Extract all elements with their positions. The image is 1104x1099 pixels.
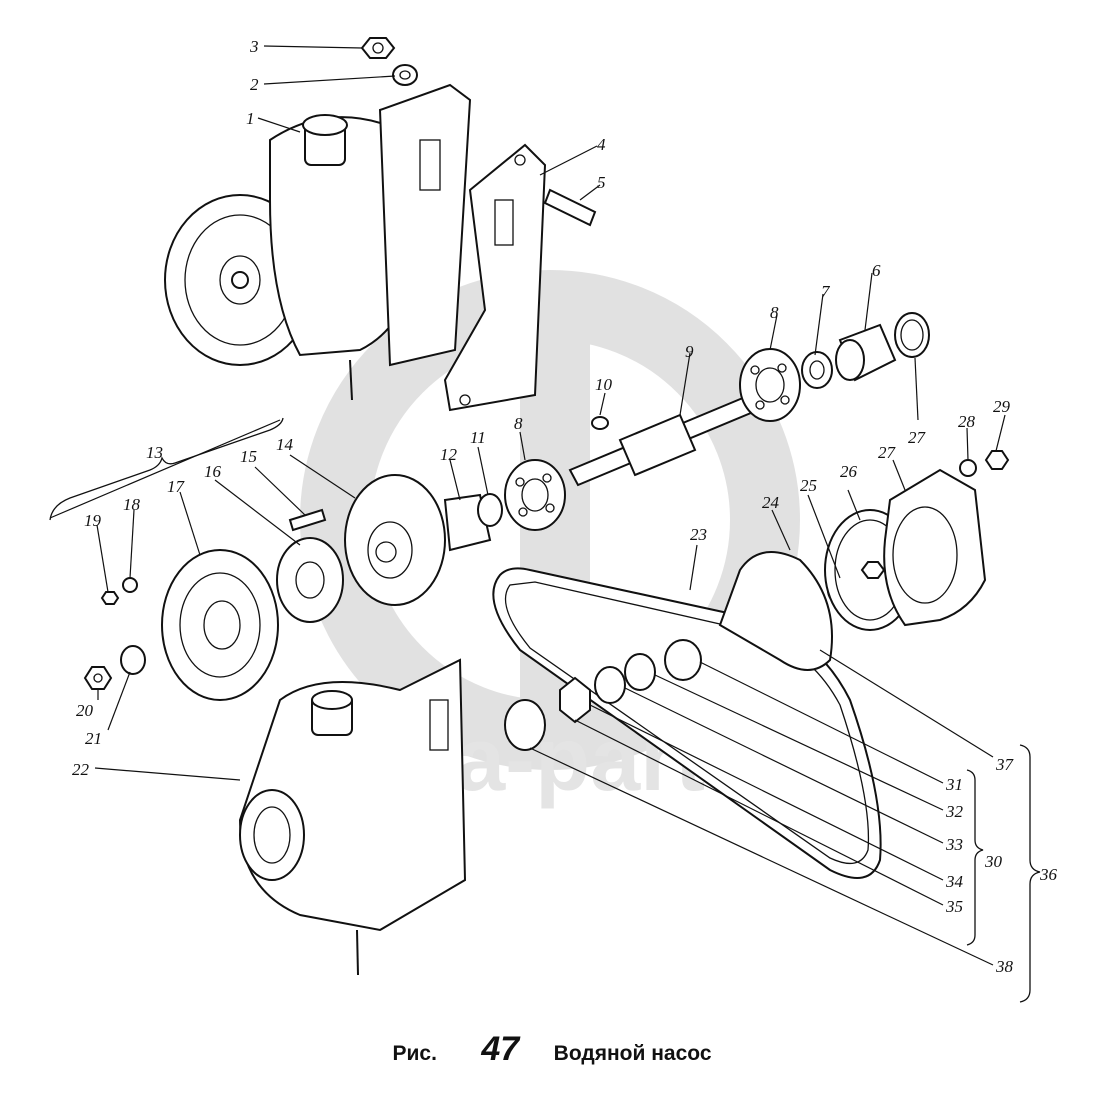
callout-14: 14 xyxy=(276,435,294,454)
figure-prefix: Рис. xyxy=(392,1042,437,1065)
seal-33 xyxy=(624,653,656,691)
callout-39: 38 xyxy=(995,957,1014,976)
callout-3: 3 xyxy=(249,37,259,56)
callout-26: 26 xyxy=(840,462,858,481)
callout-20: 20 xyxy=(76,701,94,720)
seal-ring-28 xyxy=(894,312,930,358)
callout-1: 1 xyxy=(246,109,255,128)
key-10 xyxy=(591,416,609,430)
washer-18 xyxy=(122,577,138,593)
nut-19 xyxy=(100,591,120,605)
callout-8-upper: 8 xyxy=(770,303,779,322)
callout-38: 37 xyxy=(995,755,1015,774)
figure-number: 47 xyxy=(481,1030,520,1068)
callout-35: 34 xyxy=(945,872,964,891)
callout-16: 16 xyxy=(204,462,222,481)
stud-5 xyxy=(543,188,597,227)
pulley-17 xyxy=(161,549,279,701)
figure-caption: Рис. 47 Водяной насос xyxy=(0,1030,1104,1069)
callout-28: 27 xyxy=(908,428,927,447)
leader-lines xyxy=(49,45,1006,966)
cover-27 xyxy=(883,468,987,627)
callout-24: 24 xyxy=(762,493,780,512)
impeller-38 xyxy=(718,551,833,671)
group-brackets xyxy=(49,417,1041,1003)
seal-11 xyxy=(477,493,503,527)
callout-18: 18 xyxy=(123,495,141,514)
callout-21: 21 xyxy=(85,729,102,748)
stud-15 xyxy=(288,508,327,532)
callout-37: 36 xyxy=(1039,865,1058,884)
callout-9: 9 xyxy=(685,342,694,361)
washer-29 xyxy=(959,459,977,477)
plate-16 xyxy=(276,537,344,623)
callout-2: 2 xyxy=(250,75,259,94)
callout-11: 11 xyxy=(470,428,486,447)
callout-19: 19 xyxy=(84,511,102,530)
callout-33: 32 xyxy=(945,802,964,821)
figure-title: Водяной насос xyxy=(553,1042,712,1065)
bearing-8-upper xyxy=(739,348,801,422)
callout-8-lower: 8 xyxy=(514,414,523,433)
washer-2 xyxy=(392,64,418,86)
callout-27: 27 xyxy=(878,443,897,462)
lock-washer-21 xyxy=(120,645,146,675)
hub-14 xyxy=(344,474,446,606)
nut-30 xyxy=(984,450,1010,470)
callout-23: 23 xyxy=(690,525,707,544)
pump-housing-lower xyxy=(238,658,467,976)
callout-13: 13 xyxy=(146,443,163,462)
seal-32 xyxy=(664,639,702,681)
callout-labels: 3 2 1 4 5 6 7 8 9 10 27 8 11 12 13 14 15… xyxy=(72,37,1058,976)
callout-29: 28 xyxy=(958,412,976,431)
nut-3 xyxy=(360,37,396,59)
callout-5: 5 xyxy=(597,173,606,192)
nut-20 xyxy=(83,666,113,690)
callout-32: 31 xyxy=(945,775,963,794)
callout-31: 30 xyxy=(984,852,1003,871)
callout-4: 4 xyxy=(597,135,606,154)
callout-12: 12 xyxy=(440,445,458,464)
callout-17: 17 xyxy=(167,477,186,496)
callout-30: 29 xyxy=(993,397,1011,416)
bearing-8-lower xyxy=(504,459,566,531)
bushing-6 xyxy=(835,323,897,382)
callout-34: 33 xyxy=(945,835,963,854)
callout-36: 35 xyxy=(945,897,963,916)
pump-assembly-upper xyxy=(164,83,472,401)
callout-22: 22 xyxy=(72,760,90,779)
callout-6: 6 xyxy=(872,261,881,280)
callout-7: 7 xyxy=(821,282,831,301)
callout-10: 10 xyxy=(595,375,613,394)
seal-34 xyxy=(594,666,626,704)
bracket-plate xyxy=(443,143,547,412)
callout-15: 15 xyxy=(240,447,257,466)
callout-25: 25 xyxy=(800,476,817,495)
retaining-ring-39 xyxy=(504,699,546,751)
ring-7 xyxy=(801,351,833,389)
seal-35 xyxy=(559,676,591,724)
